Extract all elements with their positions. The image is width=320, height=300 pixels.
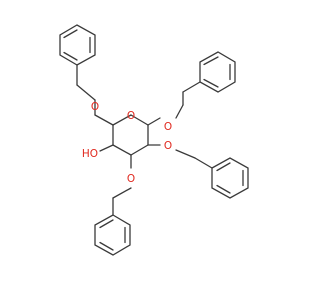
benzyl-glycoside-structure: O O O O O HO: [59, 24, 249, 256]
hydroxyl-label: HO: [82, 148, 98, 160]
phenyl-ring-top-left: [59, 24, 96, 66]
phenyl-ring-top-right: [199, 51, 236, 93]
c3-oxygen-label: O: [127, 173, 135, 185]
ch2-ether-oxygen-label: O: [91, 101, 99, 113]
c2-oxygen-label: O: [164, 140, 172, 152]
phenyl-ring-bottom: [94, 214, 131, 256]
ring-oxygen-label: O: [127, 110, 135, 122]
atom-labels: O O O O O HO: [82, 101, 172, 185]
anomeric-oxygen-label: O: [164, 121, 172, 133]
phenyl-ring-right: [211, 157, 249, 199]
bond-lines: [76, 64, 213, 216]
